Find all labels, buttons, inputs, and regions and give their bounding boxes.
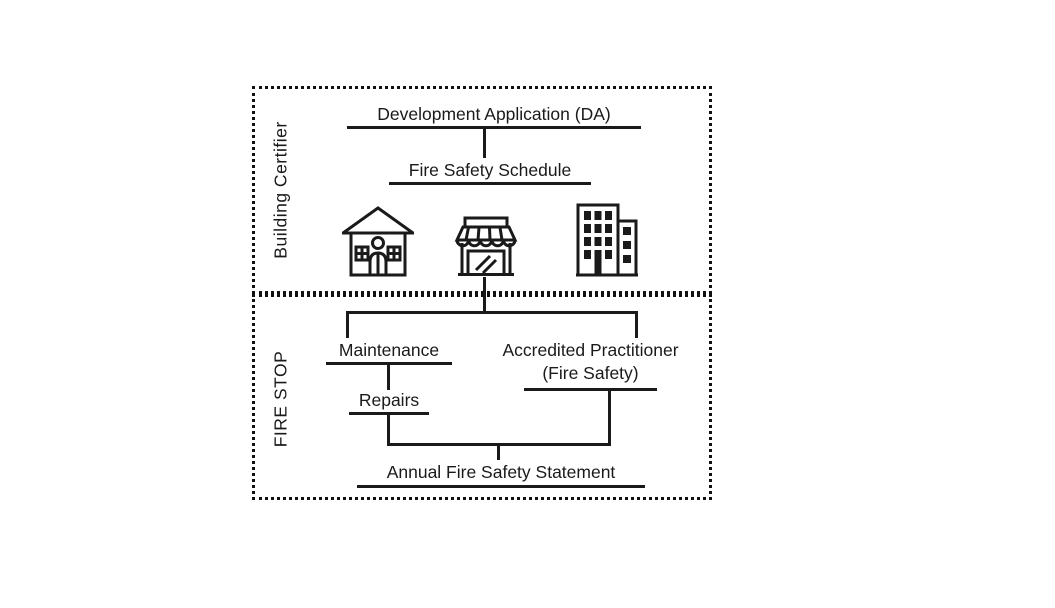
accredited-practitioner-underline [524,388,657,391]
accredited-practitioner-line2: (Fire Safety) [542,363,639,383]
repairs-node: Repairs [358,390,420,410]
fire-safety-schedule-node: Fire Safety Schedule [408,160,572,180]
branch-drop-left [346,311,349,338]
building-certifier-section-box [252,86,712,294]
connector-practitioner-down [608,391,611,446]
merge-horizontal-line [387,443,611,446]
storefront-icon [450,216,522,278]
annual-fire-safety-statement-node: Annual Fire Safety Statement [386,462,616,482]
office-building-icon [574,203,640,277]
building-certifier-label: Building Certifier [270,121,291,259]
maintenance-node: Maintenance [338,340,440,360]
maintenance-underline [326,362,452,365]
development-application-node: Development Application (DA) [377,104,611,124]
connector-schedule-to-branch [483,277,486,313]
fire-stop-label: FIRE STOP [270,350,291,448]
connector-da-to-schedule [483,129,486,158]
connector-merge-to-statement [497,446,500,460]
annual-fire-safety-statement-underline [357,485,645,488]
connector-maintenance-to-repairs [387,365,390,390]
fire-safety-schedule-underline [389,182,591,185]
development-application-underline [347,126,641,129]
branch-horizontal-line [346,311,638,314]
connector-repairs-down [387,415,390,446]
accredited-practitioner-line1: Accredited Practitioner [502,340,679,360]
house-icon [342,204,414,278]
repairs-underline [349,412,429,415]
fire-stop-section-box [252,294,712,500]
branch-drop-right [635,311,638,338]
accredited-practitioner-node: Accredited Practitioner (Fire Safety) [482,339,699,385]
